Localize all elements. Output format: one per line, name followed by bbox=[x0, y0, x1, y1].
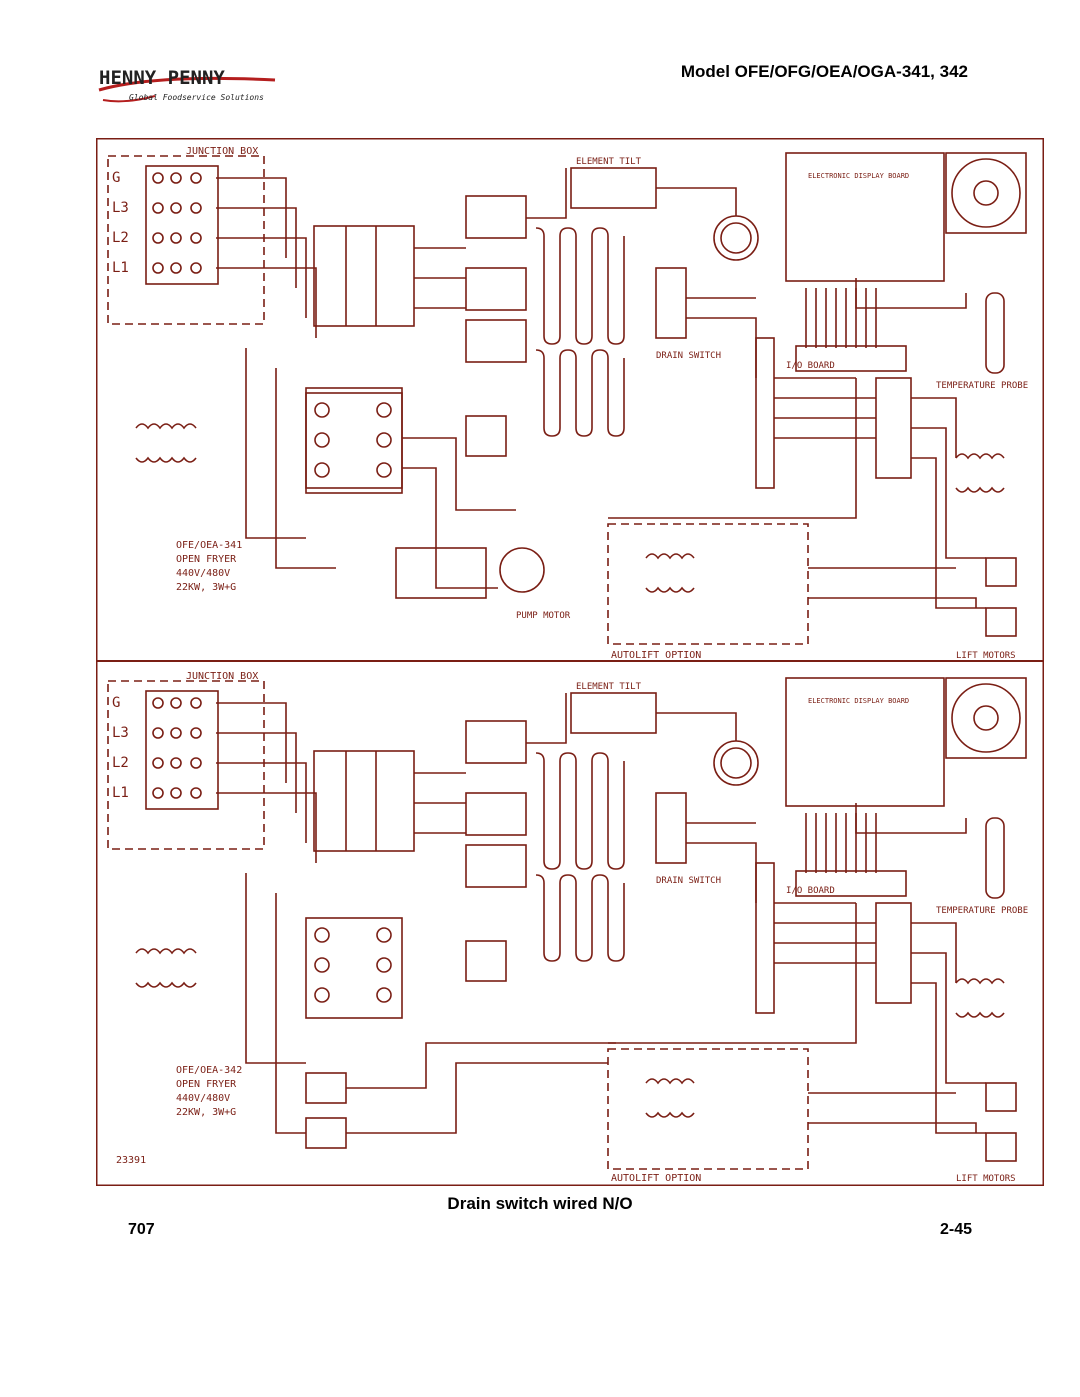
model-note-line-3: 440V/480V bbox=[176, 1093, 230, 1104]
element-tilt-label: ELEMENT TILT bbox=[576, 157, 642, 167]
terminal-g: G bbox=[112, 695, 120, 711]
diagram-caption: Drain switch wired N/O bbox=[447, 1194, 633, 1213]
element-tilt-label: ELEMENT TILT bbox=[576, 682, 642, 692]
temperature-probe-label: TEMPERATURE PROBE bbox=[936, 906, 1028, 916]
model-note-line-1: OFE/OEA-342 bbox=[176, 1065, 242, 1076]
drawing-number: 23391 bbox=[116, 1155, 146, 1166]
lift-motors-label: LIFT MOTORS bbox=[956, 1174, 1016, 1184]
henny-penny-logo: HENNY PENNY Global Foodservice Solutions bbox=[95, 60, 285, 108]
terminal-l3: L3 bbox=[112, 725, 129, 741]
pump-motor-label: PUMP MOTOR bbox=[516, 611, 571, 621]
io-board-label: I/O BOARD bbox=[786, 361, 835, 371]
terminal-l2: L2 bbox=[112, 230, 129, 246]
display-board-label: ELECTRONIC DISPLAY BOARD bbox=[808, 172, 909, 180]
model-title: Model OFE/OFG/OEA/OGA-341, 342 bbox=[680, 62, 968, 81]
page-number: 2-45 bbox=[940, 1221, 973, 1238]
brand-tagline: Global Foodservice Solutions bbox=[129, 93, 264, 102]
lift-motors-label: LIFT MOTORS bbox=[956, 651, 1016, 661]
model-note-line-3: 440V/480V bbox=[176, 568, 230, 579]
bottom-schematic-labels: JUNCTION BOX G L3 L2 L1 ELEMENT TILT ELE… bbox=[112, 671, 1028, 1184]
top-schematic-panel bbox=[107, 152, 1027, 645]
model-note-line-1: OFE/OEA-341 bbox=[176, 540, 242, 551]
model-note-line-2: OPEN FRYER bbox=[176, 1079, 237, 1090]
temperature-probe-label: TEMPERATURE PROBE bbox=[936, 381, 1028, 391]
terminal-l1: L1 bbox=[112, 785, 129, 801]
drain-switch-label: DRAIN SWITCH bbox=[656, 351, 721, 361]
bottom-schematic-panel bbox=[107, 677, 1027, 1170]
wiring-diagram: JUNCTION BOX G L3 L2 L1 ELEMENT TILT ELE… bbox=[95, 137, 1045, 1187]
autolift-option-label: AUTOLIFT OPTION bbox=[611, 650, 701, 661]
drain-switch-label: DRAIN SWITCH bbox=[656, 876, 721, 886]
terminal-g: G bbox=[112, 170, 120, 186]
model-note-line-4: 22KW, 3W+G bbox=[176, 582, 236, 593]
junction-box-label: JUNCTION BOX bbox=[186, 146, 258, 157]
junction-box-label: JUNCTION BOX bbox=[186, 671, 258, 682]
terminal-l2: L2 bbox=[112, 755, 129, 771]
display-board-label: ELECTRONIC DISPLAY BOARD bbox=[808, 697, 909, 705]
model-note-line-4: 22KW, 3W+G bbox=[176, 1107, 236, 1118]
autolift-option-label: AUTOLIFT OPTION bbox=[611, 1173, 701, 1184]
brand-name: HENNY PENNY bbox=[99, 67, 225, 89]
terminal-l3: L3 bbox=[112, 200, 129, 216]
footer-left-number: 707 bbox=[128, 1221, 155, 1238]
top-schematic-labels: JUNCTION BOX G L3 L2 L1 ELEMENT TILT ELE… bbox=[112, 146, 1028, 661]
terminal-l1: L1 bbox=[112, 260, 129, 276]
model-note-line-2: OPEN FRYER bbox=[176, 554, 237, 565]
io-board-label: I/O BOARD bbox=[786, 886, 835, 896]
